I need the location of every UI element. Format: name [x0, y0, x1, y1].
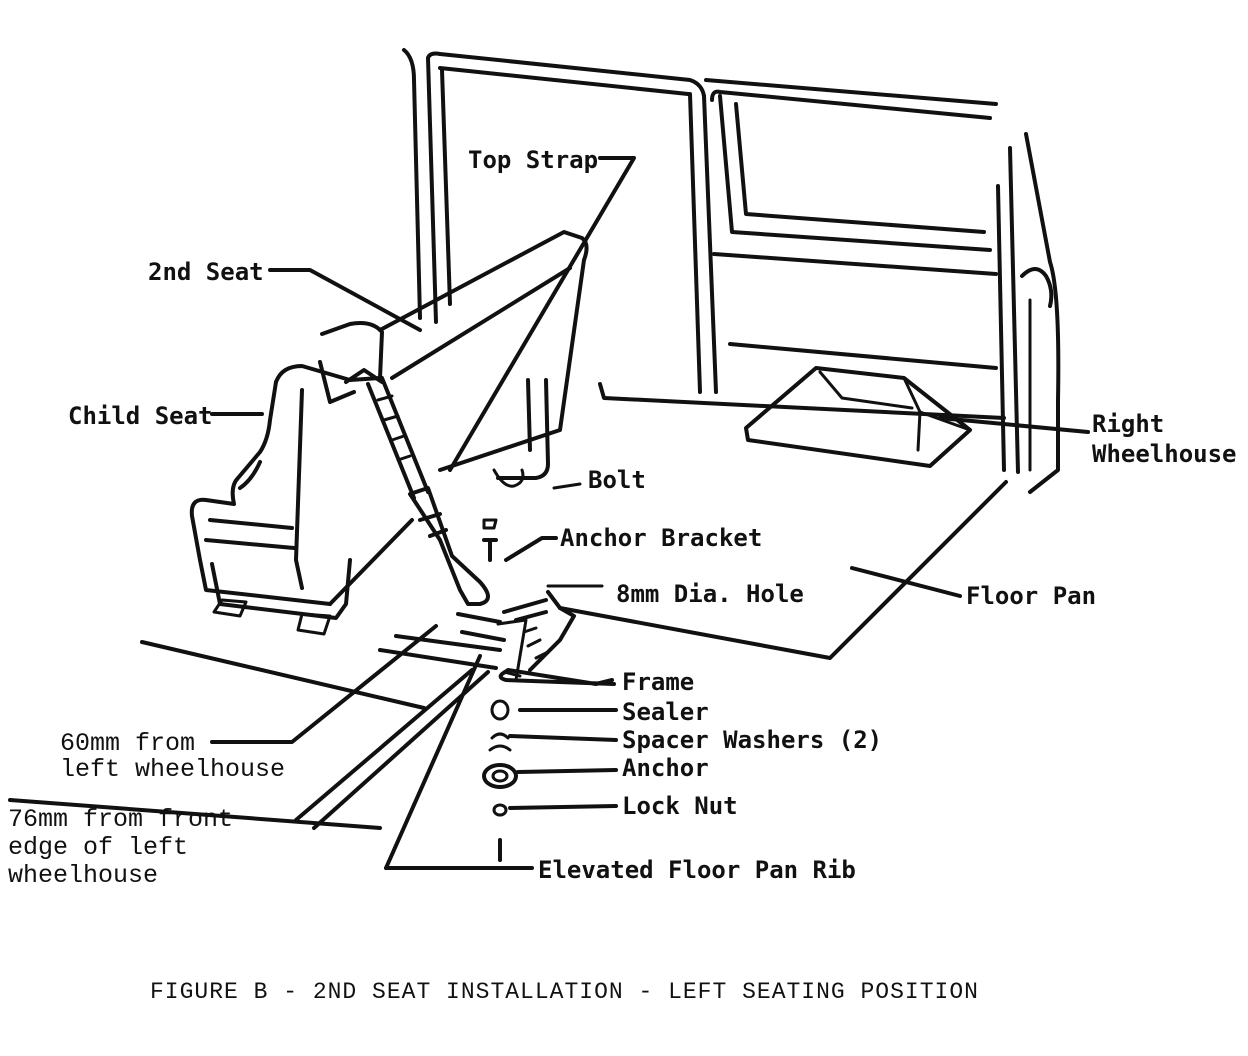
- label-dim-76-line1: 76mm from front: [8, 805, 233, 834]
- label-lock-nut: Lock Nut: [622, 792, 738, 820]
- door-frame: [402, 48, 718, 394]
- figure-caption: FIGURE B - 2ND SEAT INSTALLATION - LEFT …: [150, 979, 979, 1005]
- child-seat: [189, 321, 414, 636]
- side-window: [704, 78, 998, 276]
- label-hole: 8mm Dia. Hole: [616, 580, 804, 608]
- label-right-wheelhouse-2: Wheelhouse: [1092, 440, 1237, 468]
- label-dim-76-line3: wheelhouse: [8, 861, 158, 890]
- label-second-seat: 2nd Seat: [148, 258, 264, 286]
- label-bolt: Bolt: [588, 466, 646, 494]
- label-anchor-bracket: Anchor Bracket: [560, 524, 762, 552]
- right-wheelhouse: [744, 366, 972, 468]
- label-anchor: Anchor: [622, 754, 709, 782]
- label-child-seat: Child Seat: [68, 402, 213, 430]
- label-floor-pan: Floor Pan: [966, 582, 1096, 610]
- label-elevated-rib: Elevated Floor Pan Rib: [538, 856, 856, 884]
- second-seat: [378, 230, 589, 488]
- label-dim-76-line2: edge of left: [8, 833, 188, 862]
- label-sealer: Sealer: [622, 698, 709, 726]
- rear-pillar: [996, 132, 1061, 494]
- leader-lines: [8, 156, 1090, 870]
- labels: Top Strap 2nd Seat Child Seat Bolt Ancho…: [8, 146, 1237, 890]
- top-strap: [344, 368, 498, 606]
- label-spacer-washers: Spacer Washers (2): [622, 726, 882, 754]
- label-dim-60-line2: left wheelhouse: [60, 755, 285, 784]
- floor-pan-outline: [558, 342, 1008, 660]
- label-top-strap: Top Strap: [468, 146, 598, 174]
- hardware-stack: [482, 699, 518, 862]
- label-right-wheelhouse-1: Right: [1092, 410, 1164, 438]
- label-frame: Frame: [622, 668, 694, 696]
- label-dim-60-line1: 60mm from: [60, 729, 195, 758]
